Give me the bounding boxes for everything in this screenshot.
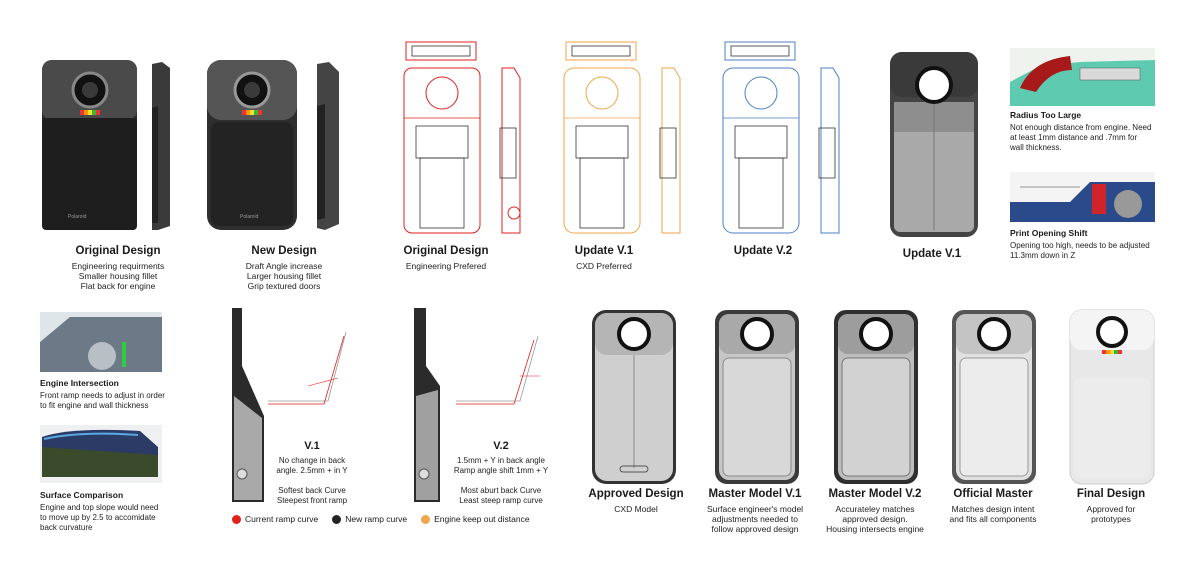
update-v1-drawing	[563, 41, 681, 234]
original-design-render	[42, 60, 170, 230]
approved-design-render	[592, 310, 676, 484]
print-opening-image	[1010, 172, 1155, 222]
master-model-v1-render	[715, 310, 799, 484]
update-v2-drawing	[722, 41, 840, 234]
new-design-render	[207, 60, 339, 230]
caption-update-v1-render: Update V.1	[902, 248, 962, 260]
update-v1-render	[890, 52, 978, 237]
master-model-v2-render	[834, 310, 918, 484]
brand-mark: Polaroid	[68, 214, 87, 220]
official-master-render	[952, 310, 1036, 484]
legend-dot-orange	[421, 514, 431, 524]
legend-item: Current ramp curve	[232, 514, 318, 524]
engine-intersection-image	[40, 312, 162, 372]
surface-comparison-image	[40, 425, 162, 483]
caption-update-v2: Update V.2	[733, 245, 793, 257]
legend: Current ramp curve New ramp curve Engine…	[232, 514, 530, 524]
brand-mark-2: Polaroid	[240, 214, 259, 220]
legend-dot-red	[232, 514, 241, 524]
legend-dot-dark	[332, 514, 342, 524]
final-design-render	[1069, 309, 1155, 485]
ramp-v1-profile	[232, 308, 347, 502]
radius-detail-image	[1010, 48, 1155, 106]
legend-item: Engine keep out distance	[421, 514, 530, 524]
original-design-drawing	[403, 41, 521, 234]
ramp-v2-profile	[414, 308, 540, 502]
legend-item: New ramp curve	[332, 514, 407, 524]
